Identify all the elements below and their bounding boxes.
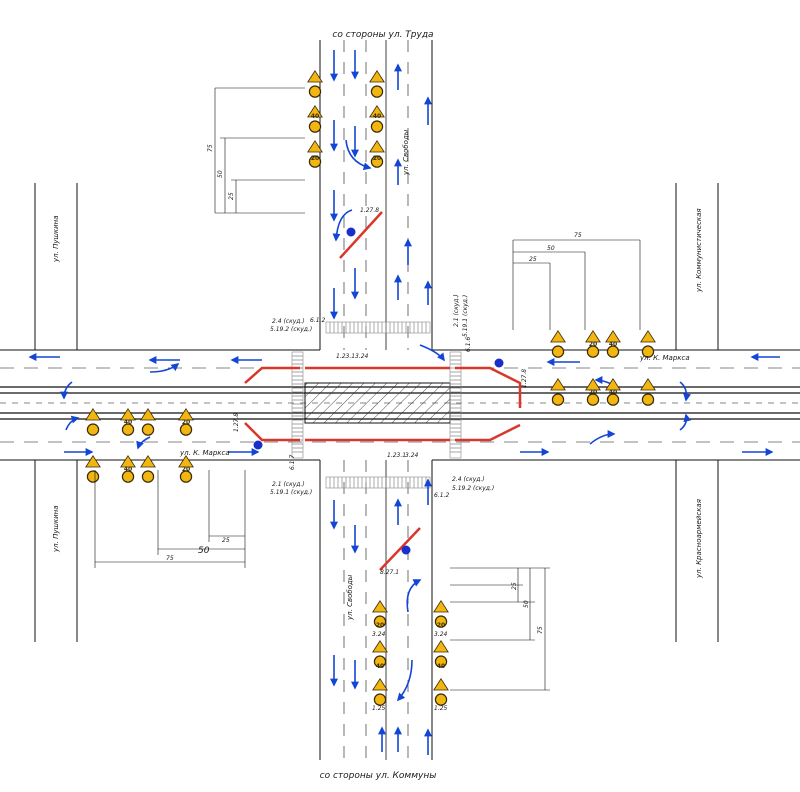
sign-label: 5.19.2 (скуд.) bbox=[270, 326, 312, 333]
dimension-value: 75 bbox=[207, 144, 214, 152]
street-label: ул. Красноармейская bbox=[695, 499, 703, 579]
traffic-light-west bbox=[253, 440, 263, 450]
street-label: ул. К. Маркса bbox=[179, 449, 230, 457]
speed-limit-value: 40 bbox=[609, 389, 617, 396]
speed-limit-value: 20 bbox=[376, 622, 384, 629]
speed-limit-value: 20 bbox=[182, 419, 190, 426]
sign-code: 1.25 bbox=[372, 705, 386, 712]
dimension-value: 25 bbox=[228, 192, 235, 200]
dimension-value: 25 bbox=[529, 256, 537, 263]
speed-limit-value: 40 bbox=[373, 113, 381, 120]
direction-arrows bbox=[28, 50, 780, 755]
dimension-value: 25 bbox=[222, 537, 230, 544]
marking-label: 3.24 bbox=[355, 353, 369, 360]
sign-label: 2.4 (скуд.) bbox=[452, 476, 485, 483]
dimension-value: 75 bbox=[537, 626, 544, 634]
speed-limit-value: 20 bbox=[437, 622, 445, 629]
sign-label: 2.1 (скуд.) bbox=[453, 294, 460, 327]
marking-labels: 1.27.8 8.27.1 1.27.8 1.27.8 1.23.1 3.24 … bbox=[233, 207, 528, 576]
speed-limit-sign-icon bbox=[640, 378, 656, 406]
dimension-value: 50 bbox=[523, 600, 530, 608]
speed-limit-sign-icon bbox=[550, 330, 566, 358]
street-label: ул. Коммунистическая bbox=[695, 208, 703, 293]
marking-label: 1.23.1 bbox=[387, 452, 406, 459]
speed-limit-value: 40 bbox=[124, 419, 132, 426]
dimension-lines bbox=[94, 87, 641, 691]
speed-limit-sign-icon bbox=[369, 70, 385, 98]
speed-limit-value: 40 bbox=[311, 113, 319, 120]
speed-limit-value: 20 bbox=[373, 155, 381, 162]
speed-limit-values: 40 20 40 20 20 40 20 40 40 20 40 20 20 4… bbox=[124, 113, 617, 670]
traffic-light-east bbox=[494, 358, 504, 368]
tram-crossing-zone bbox=[304, 382, 451, 424]
sign-label: 2.1 (скуд.) bbox=[272, 481, 305, 488]
direction-label-north: со стороны ул. Труда bbox=[332, 30, 433, 40]
speed-limit-value: 40 bbox=[376, 663, 384, 670]
barriers bbox=[244, 211, 522, 571]
traffic-light-north bbox=[346, 227, 356, 237]
dimension-value: 50 bbox=[198, 546, 210, 556]
sign-label: 5.19.2 (скуд.) bbox=[452, 485, 494, 492]
street-label: ул. Свободы bbox=[402, 129, 410, 176]
sign-code: 3.24 bbox=[434, 631, 448, 638]
direction-label-south: со стороны ул. Коммуны bbox=[320, 771, 437, 781]
sign-label: 5.19.1 (скуд.) bbox=[462, 295, 469, 337]
speed-limit-value: 20 bbox=[589, 341, 597, 348]
street-names: со стороны ул. Труда со стороны ул. Комм… bbox=[52, 30, 703, 781]
sign-label: 6.1.2 bbox=[434, 492, 449, 499]
side-streets bbox=[0, 183, 719, 642]
dimension-values: 75 50 25 75 50 25 75 50 25 75 50 25 bbox=[166, 144, 582, 634]
dimension-value: 25 bbox=[511, 582, 518, 590]
marking-label: 1.23.1 bbox=[336, 353, 355, 360]
traffic-lights bbox=[253, 227, 504, 555]
sign-label: 2.4 (скуд.) bbox=[272, 318, 305, 325]
dimension-value: 50 bbox=[217, 170, 224, 178]
sign-code: 3.24 bbox=[372, 631, 386, 638]
speed-limit-value: 20 bbox=[182, 466, 190, 473]
speed-limit-value: 40 bbox=[124, 466, 132, 473]
sign-codes: 3.24 3.24 1.25 1.25 bbox=[372, 631, 448, 712]
street-label: ул. Пушкина bbox=[52, 215, 60, 263]
speed-limit-sign-icon bbox=[372, 678, 388, 706]
sign-label: 6.1.7 bbox=[289, 455, 296, 470]
svobody-street bbox=[319, 40, 433, 760]
speed-limit-sign-icon bbox=[550, 378, 566, 406]
traffic-light-south bbox=[401, 545, 411, 555]
street-label: ул. К. Маркса bbox=[639, 354, 690, 362]
speed-limit-sign-icon bbox=[369, 140, 385, 168]
street-label: ул. Свободы bbox=[346, 574, 354, 621]
dimension-value: 75 bbox=[574, 232, 582, 239]
marking-label: 8.27.1 bbox=[380, 569, 399, 576]
sign-group-labels: 2.4 (скуд.) 5.19.2 (скуд.) 6.1.2 2.1 (ск… bbox=[270, 294, 494, 499]
speed-limit-value: 20 bbox=[589, 389, 597, 396]
sign-label: 6.1.6 bbox=[465, 337, 472, 352]
speed-limit-value: 40 bbox=[437, 663, 445, 670]
marking-label: 1.27.8 bbox=[521, 369, 528, 388]
speed-limit-sign-icon bbox=[433, 678, 449, 706]
marking-label: 1.27.8 bbox=[233, 413, 240, 432]
street-label: ул. Пушкина bbox=[52, 505, 60, 553]
dimension-value: 50 bbox=[547, 245, 555, 252]
dimension-value: 75 bbox=[166, 555, 174, 562]
sign-label: 5.19.1 (скуд.) bbox=[270, 489, 312, 496]
sign-label: 6.1.2 bbox=[310, 317, 325, 324]
sign-code: 1.25 bbox=[434, 705, 448, 712]
marking-label: 3.24 bbox=[405, 452, 419, 459]
speed-limit-value: 40 bbox=[609, 341, 617, 348]
speed-limit-value: 20 bbox=[311, 155, 319, 162]
marking-label: 1.27.8 bbox=[360, 207, 379, 214]
